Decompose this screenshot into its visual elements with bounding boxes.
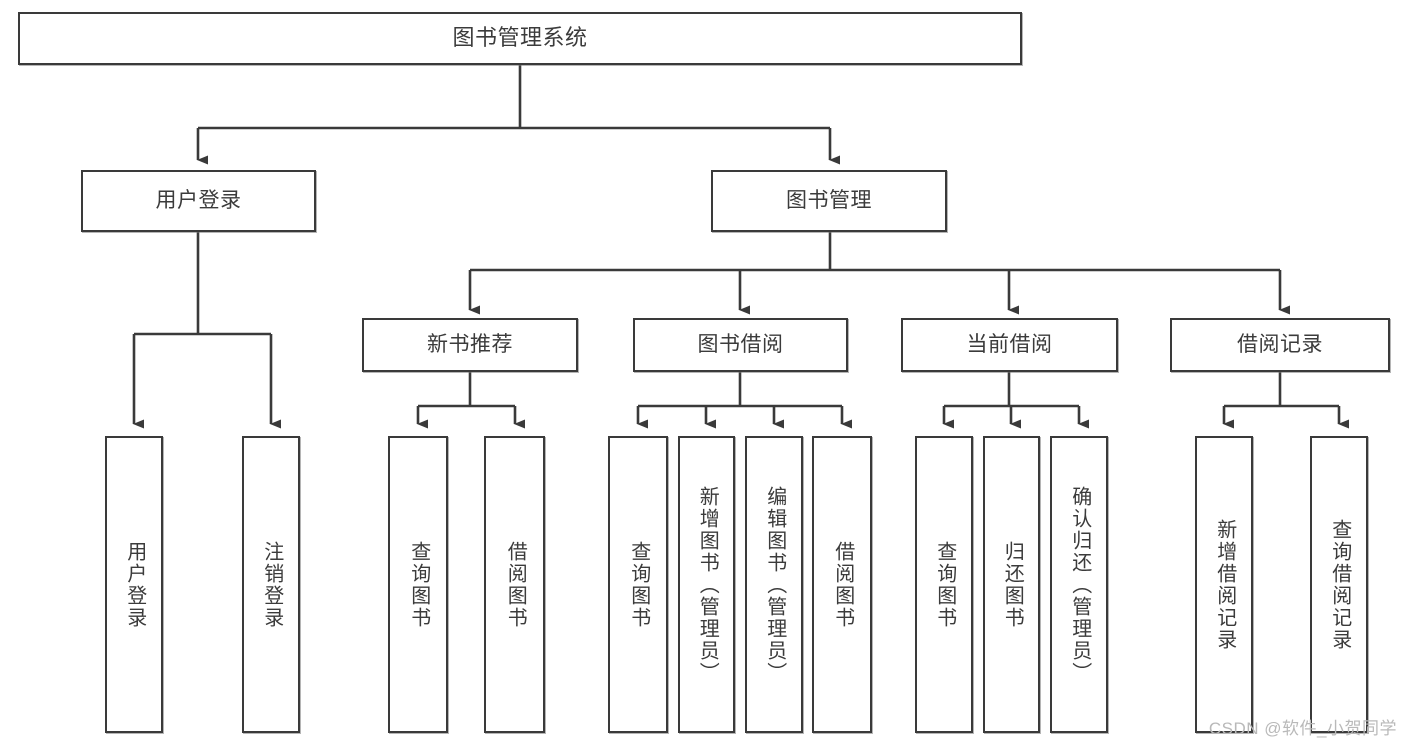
leaf-edit-book-admin[interactable]: 编辑图书（管理员） xyxy=(745,436,803,733)
node-label: 查询借阅记录 xyxy=(1328,518,1351,651)
node-label: 新增借阅记录 xyxy=(1213,518,1236,651)
node-label: 注销登录 xyxy=(260,540,283,629)
node-book-management[interactable]: 图书管理 xyxy=(711,170,947,232)
node-root-system[interactable]: 图书管理系统 xyxy=(18,12,1022,65)
leaf-query-borrowing-record[interactable]: 查询借阅记录 xyxy=(1310,436,1368,733)
node-label: 用户登录 xyxy=(155,189,242,213)
leaf-user-login[interactable]: 用户登录 xyxy=(105,436,163,733)
leaf-add-book-admin[interactable]: 新增图书（管理员） xyxy=(678,436,735,733)
node-label: 用户登录 xyxy=(123,540,146,629)
node-label: 借阅图书 xyxy=(504,540,527,629)
leaf-borrow-book-recommendation[interactable]: 借阅图书 xyxy=(484,436,545,733)
node-label: 借阅记录 xyxy=(1237,333,1323,357)
node-label: 图书借阅 xyxy=(697,333,784,357)
node-label: 新增图书（管理员） xyxy=(696,485,719,684)
leaf-logout[interactable]: 注销登录 xyxy=(242,436,300,733)
node-label: 查询图书 xyxy=(627,540,650,629)
leaf-add-borrowing-record[interactable]: 新增借阅记录 xyxy=(1195,436,1253,733)
leaf-borrow-book-borrowing[interactable]: 借阅图书 xyxy=(812,436,872,733)
node-borrowing-record[interactable]: 借阅记录 xyxy=(1170,318,1390,372)
leaf-return-book[interactable]: 归还图书 xyxy=(983,436,1040,733)
node-label: 图书管理系统 xyxy=(452,25,588,51)
watermark-text: CSDN @软件_小贺同学 xyxy=(1208,719,1397,738)
leaf-query-book-recommendation[interactable]: 查询图书 xyxy=(388,436,448,733)
node-label: 归还图书 xyxy=(1001,540,1024,629)
node-book-borrowing[interactable]: 图书借阅 xyxy=(633,318,848,372)
node-user-login[interactable]: 用户登录 xyxy=(81,170,316,232)
node-new-book-recommendation[interactable]: 新书推荐 xyxy=(362,318,578,372)
node-label: 确认归还（管理员） xyxy=(1068,485,1091,684)
leaf-query-book-borrowing[interactable]: 查询图书 xyxy=(608,436,668,733)
node-label: 当前借阅 xyxy=(966,333,1053,357)
node-current-borrowing[interactable]: 当前借阅 xyxy=(901,318,1118,372)
node-label: 图书管理 xyxy=(786,189,872,213)
leaf-confirm-return-admin[interactable]: 确认归还（管理员） xyxy=(1050,436,1108,733)
node-label: 新书推荐 xyxy=(427,333,513,357)
leaf-query-book-current[interactable]: 查询图书 xyxy=(915,436,973,733)
node-label: 查询图书 xyxy=(933,540,956,629)
node-label: 查询图书 xyxy=(407,540,430,629)
node-label: 借阅图书 xyxy=(831,540,854,629)
node-label: 编辑图书（管理员） xyxy=(763,485,786,684)
